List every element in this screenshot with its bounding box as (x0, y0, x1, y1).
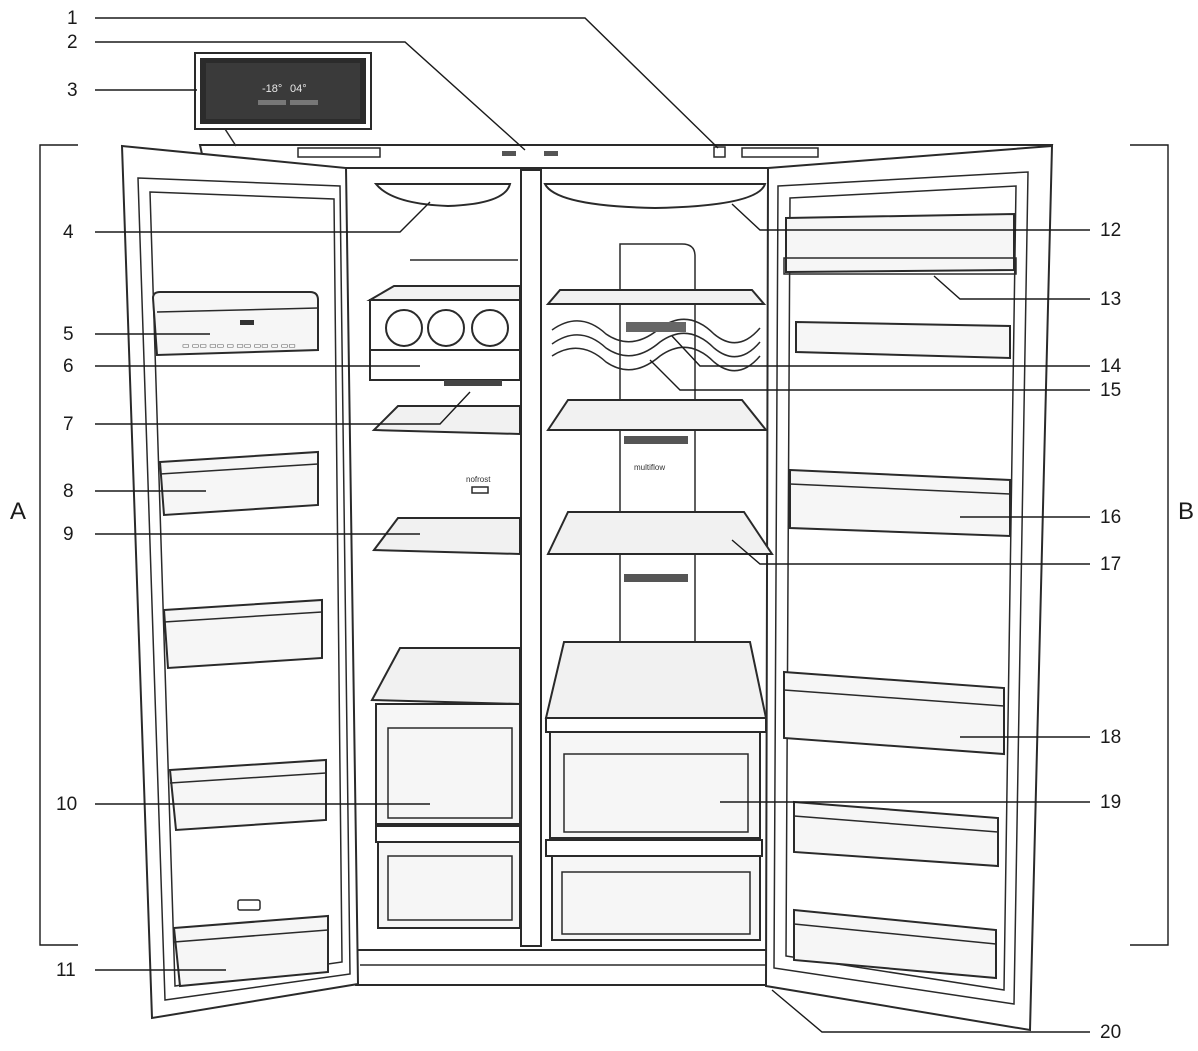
callout-3: 3 (67, 80, 78, 101)
callout-14: 14 (1100, 356, 1122, 377)
callout-11: 11 (56, 960, 76, 981)
svg-text:nofrost: nofrost (466, 475, 491, 484)
control-panel: -18° 04° (194, 52, 372, 147)
callout-1: 1 (67, 8, 78, 29)
callout-10: 10 (56, 794, 77, 815)
callout-17: 17 (1100, 554, 1121, 575)
callout-numbers: 1 2 3 4 5 6 7 8 9 10 11 12 13 14 15 16 1… (56, 8, 1122, 1043)
svg-text:▭ ▭▭ ▭▭ ▭ ▭▭ ▭▭ ▭ ▭▭: ▭ ▭▭ ▭▭ ▭ ▭▭ ▭▭ ▭ ▭▭ (182, 341, 296, 350)
callout-9: 9 (63, 524, 74, 545)
callout-20: 20 (1100, 1022, 1121, 1043)
callout-13: 13 (1100, 289, 1121, 310)
freezer-door-bins: ▭ ▭▭ ▭▭ ▭ ▭▭ ▭▭ ▭ ▭▭ (151, 291, 329, 988)
fridge-door (764, 144, 1054, 1032)
callout-8: 8 (63, 481, 74, 502)
callout-4: 4 (63, 222, 74, 243)
label-a: A (10, 498, 26, 525)
leader-lines (95, 17, 1090, 1033)
bracket-a (39, 144, 78, 946)
callout-12: 12 (1100, 220, 1121, 241)
fridge-door-bins (783, 212, 1017, 980)
callout-18: 18 (1100, 727, 1121, 748)
fridge-compartment: multiflow (543, 183, 774, 941)
callout-6: 6 (63, 356, 74, 377)
callout-19: 19 (1100, 792, 1121, 813)
callout-16: 16 (1100, 507, 1121, 528)
bracket-b (1130, 144, 1169, 946)
svg-text:multiflow: multiflow (634, 463, 665, 472)
label-b: B (1178, 498, 1194, 525)
callout-15: 15 (1100, 380, 1121, 401)
fridge-temp-readout: 04° (290, 83, 307, 95)
freezer-door (120, 144, 360, 1020)
callout-7: 7 (63, 414, 74, 435)
freezer-temp-readout: -18° (262, 83, 282, 95)
callout-2: 2 (67, 32, 78, 53)
callout-5: 5 (63, 324, 74, 345)
